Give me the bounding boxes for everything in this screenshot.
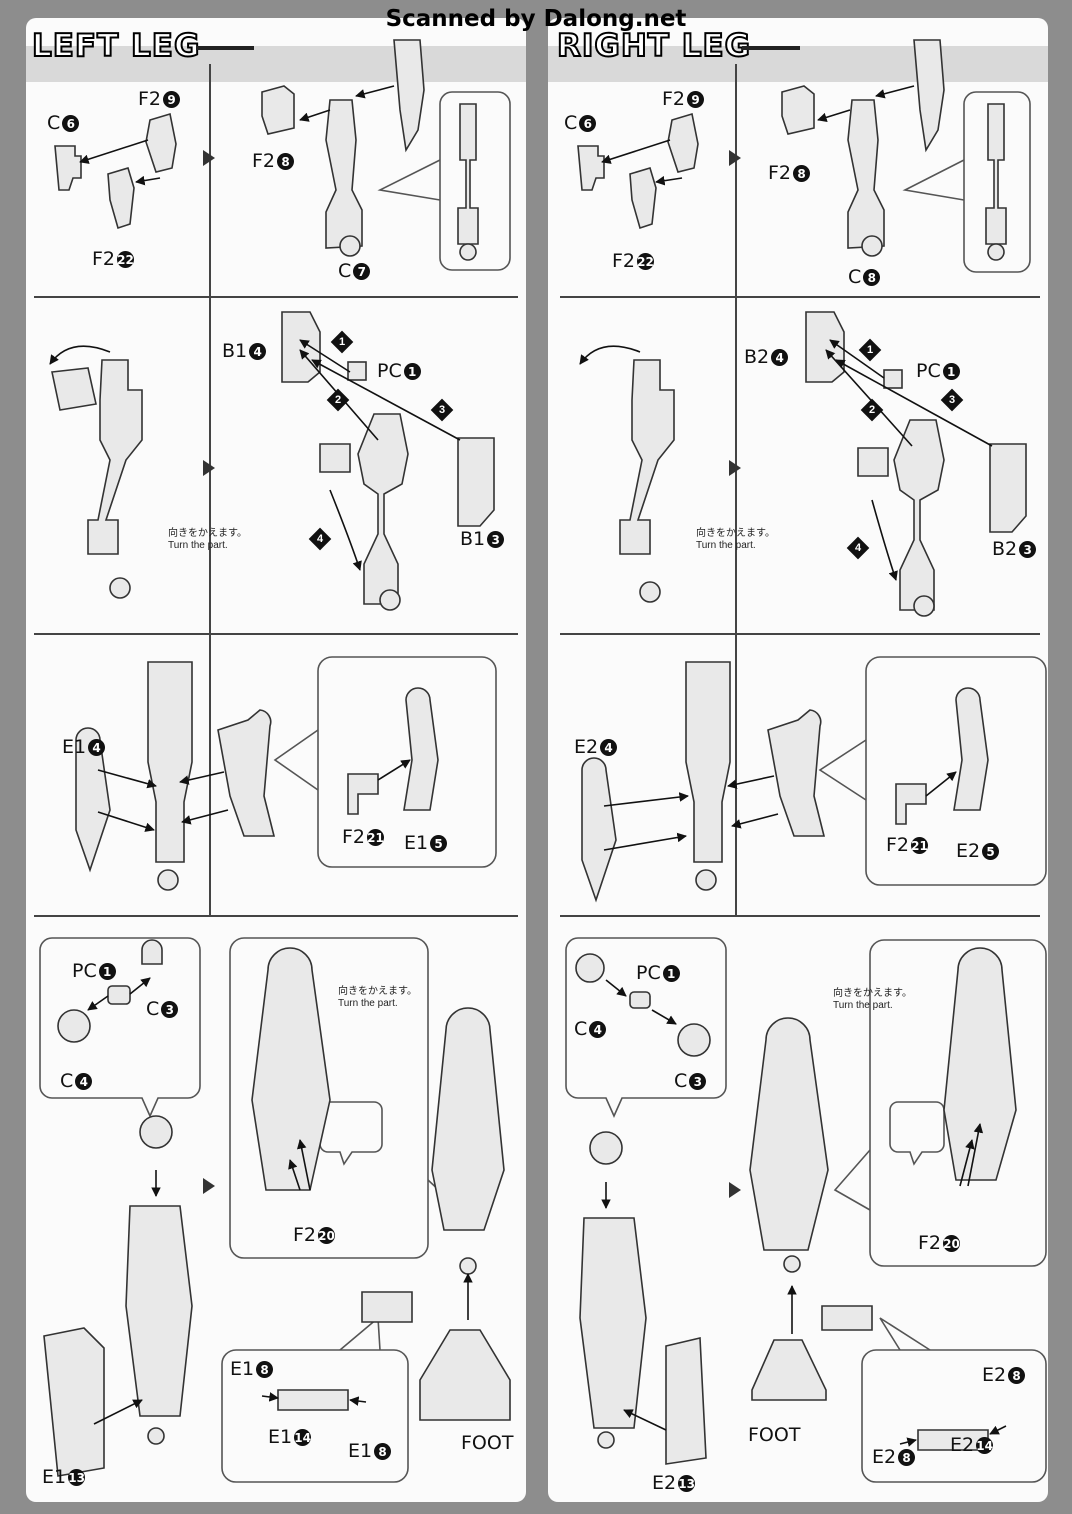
callout-frames — [39, 91, 1047, 1483]
left-header-bar — [26, 46, 526, 82]
right-leg-title: RIGHT LEG — [556, 27, 752, 65]
label-left-foot: FOOT — [461, 1432, 514, 1454]
step-dividers — [34, 64, 1040, 917]
right-header-bar — [548, 46, 1048, 82]
right-turn-note-1: 向きをかえます。Turn the part. — [696, 528, 775, 551]
left-title-swoosh — [196, 46, 254, 50]
step-arrows — [203, 150, 741, 1198]
part-outlines — [43, 39, 1027, 1477]
label-right-foot: FOOT — [748, 1424, 801, 1446]
scan-watermark: Scanned by Dalong.net — [385, 6, 687, 32]
left-turn-note-2: 向きをかえます。Turn the part. — [338, 986, 417, 1009]
left-turn-note-1: 向きをかえます。Turn the part. — [168, 528, 247, 551]
left-leg-title: LEFT LEG — [31, 27, 201, 65]
right-turn-note-2: 向きをかえます。Turn the part. — [833, 988, 912, 1011]
assembly-arrows — [49, 85, 1007, 1447]
right-title-swoosh — [742, 46, 800, 50]
